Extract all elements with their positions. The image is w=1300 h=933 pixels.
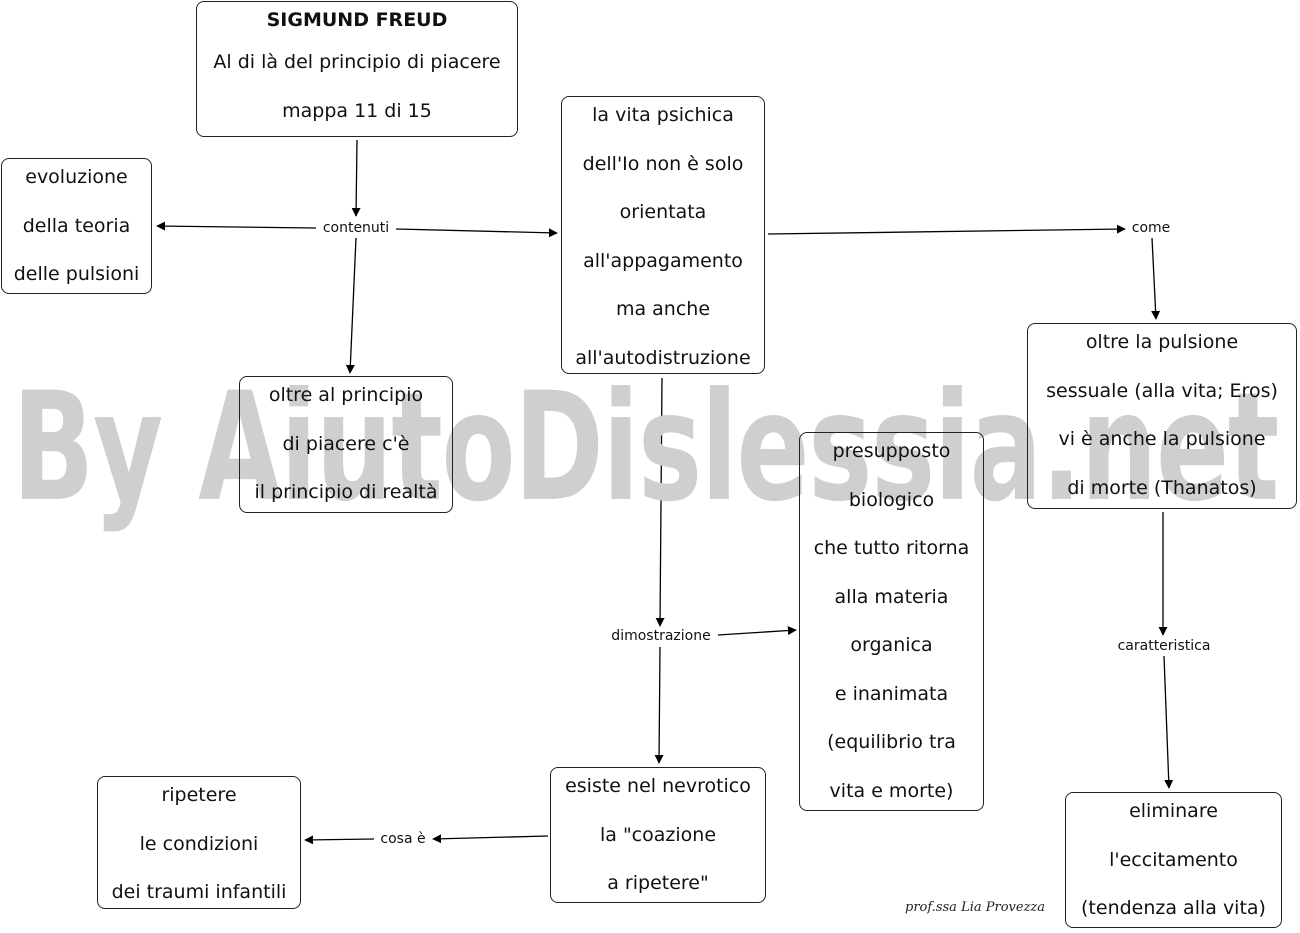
eliminare-line-3: (tendenza alla vita) <box>1081 897 1266 919</box>
vita-line-1: la vita psichica <box>592 104 734 126</box>
label-come: come <box>1128 220 1174 236</box>
author-signature: prof.ssa Lia Provezza <box>905 900 1046 915</box>
edge-freud-contenuti <box>351 139 361 217</box>
watermark: By AiutoDislessia.net <box>12 361 1279 535</box>
node-eliminare: eliminare l'eccitamento (tendenza alla v… <box>1065 792 1282 928</box>
realta-line-3: il principio di realtà <box>254 481 438 503</box>
label-dimostrazione: dimostrazione <box>608 628 714 644</box>
edge-cosa-ripetere <box>304 835 375 845</box>
realta-line-2: di piacere c'è <box>282 432 410 455</box>
coazione-line-3: a ripetere" <box>607 872 709 894</box>
ripetere-line-2: le condizioni <box>139 832 259 855</box>
freud-work-title: Al di là del principio di piacere <box>213 51 501 73</box>
edge-contenuti-evoluzione <box>156 221 317 231</box>
presupposto-line-8: vita e morte) <box>829 779 954 802</box>
presupposto-line-5: organica <box>850 634 933 656</box>
edge-coazione-cosa <box>432 834 549 844</box>
coazione-line-2: la "coazione <box>599 823 717 846</box>
vita-line-3: orientata <box>619 201 707 223</box>
evoluzione-line-2: della teoria <box>22 214 131 237</box>
label-caratteristica: caratteristica <box>1114 638 1214 654</box>
eliminare-line-1: eliminare <box>1129 800 1218 822</box>
edge-dimostrazione-presupposto <box>717 626 797 636</box>
coazione-line-1: esiste nel nevrotico <box>565 775 751 797</box>
presupposto-line-2: biologico <box>848 488 935 511</box>
presupposto-line-1: presupposto <box>832 440 951 462</box>
edge-vita-come <box>767 224 1126 235</box>
evoluzione-line-3: delle pulsioni <box>13 263 140 285</box>
realta-line-1: oltre al principio <box>268 384 424 406</box>
edge-contenuti-realta <box>345 237 357 374</box>
pulsioni-line-1: oltre la pulsione <box>1085 331 1239 353</box>
node-ripetere: ripetere le condizioni dei traumi infant… <box>97 776 301 909</box>
freud-name: SIGMUND FREUD <box>266 9 448 31</box>
pulsioni-line-2: sessuale (alla vita; Eros) <box>1046 379 1278 402</box>
edge-caratteristica-eliminare <box>1163 655 1174 789</box>
freud-map-number: mappa 11 di 15 <box>282 99 432 122</box>
edge-come-pulsioni <box>1151 237 1161 320</box>
vita-line-2: dell'Io non è solo <box>582 152 744 175</box>
evoluzione-line-1: evoluzione <box>25 166 128 188</box>
eliminare-line-2: l'eccitamento <box>1109 848 1238 871</box>
presupposto-line-4: alla materia <box>834 585 949 608</box>
presupposto-line-3: che tutto ritorna <box>813 537 970 559</box>
presupposto-line-7: (equilibrio tra <box>827 731 956 753</box>
vita-line-4: all'appagamento <box>583 249 743 272</box>
node-principio-realta: oltre al principio di piacere c'è il pri… <box>239 376 453 513</box>
vita-line-6: all'autodistruzione <box>575 346 751 369</box>
node-freud-title: SIGMUND FREUD Al di là del principio di … <box>196 1 518 137</box>
label-cosa-e: cosa è <box>377 831 429 847</box>
node-vita-psichica: la vita psichica dell'Io non è solo orie… <box>561 96 765 374</box>
ripetere-line-3: dei traumi infantili <box>111 881 287 903</box>
node-pulsioni: oltre la pulsione sessuale (alla vita; E… <box>1027 323 1297 509</box>
edge-dimostrazione-coazione <box>654 646 664 764</box>
node-evoluzione: evoluzione della teoria delle pulsioni <box>1 158 152 294</box>
edge-contenuti-vita <box>395 228 558 238</box>
pulsioni-line-3: vi è anche la pulsione <box>1058 428 1266 450</box>
label-contenuti: contenuti <box>319 220 393 236</box>
edge-vita-dimostrazione <box>655 377 665 627</box>
node-presupposto: presupposto biologico che tutto ritorna … <box>799 432 984 811</box>
pulsioni-line-4: di morte (Thanatos) <box>1067 476 1257 499</box>
ripetere-line-1: ripetere <box>161 784 237 806</box>
vita-line-5: ma anche <box>615 298 711 320</box>
node-coazione: esiste nel nevrotico la "coazione a ripe… <box>550 767 766 903</box>
presupposto-line-6: e inanimata <box>834 682 949 705</box>
